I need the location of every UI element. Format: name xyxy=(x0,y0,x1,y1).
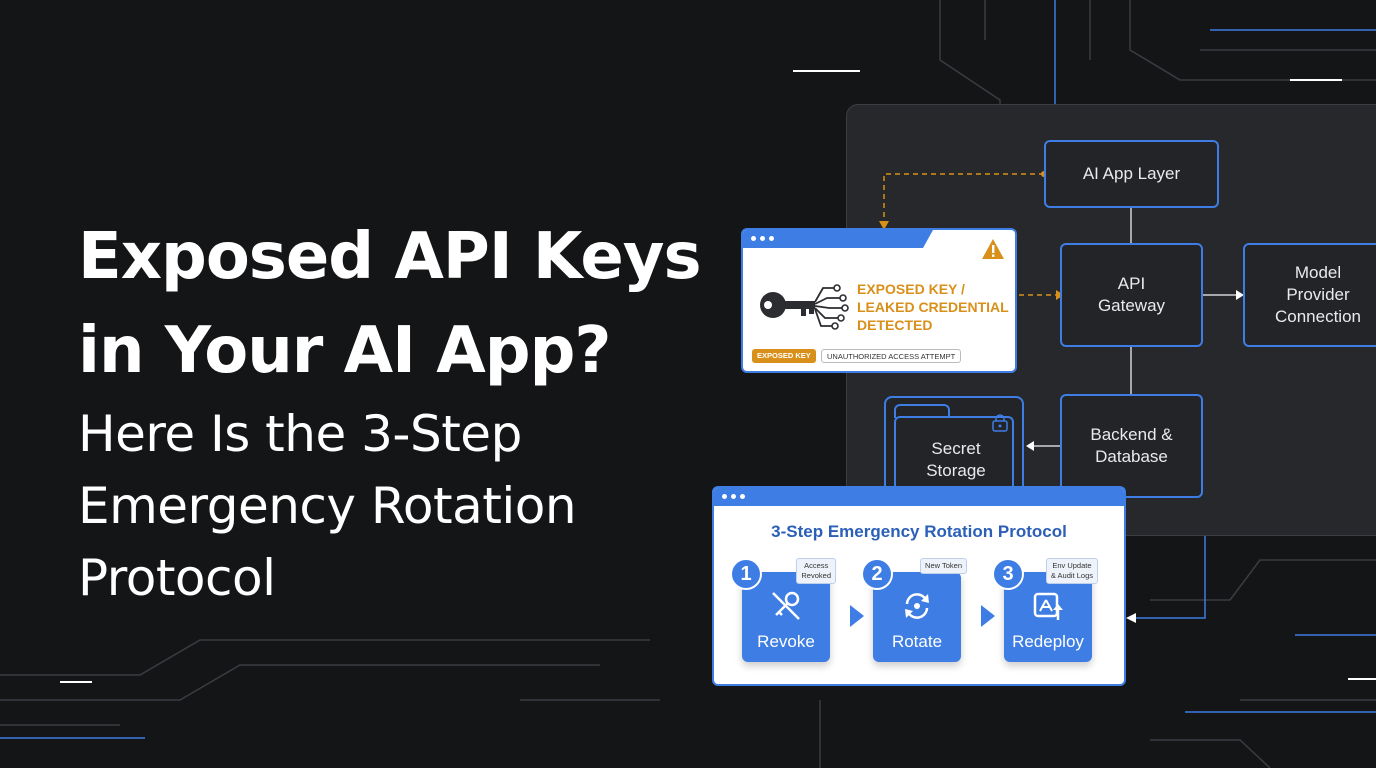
alert-message: EXPOSED KEY / LEAKED CREDENTIAL DETECTED xyxy=(857,280,1009,334)
step-tag-line: Revoked xyxy=(801,571,831,580)
step-number: 2 xyxy=(861,558,893,590)
key-slash-icon xyxy=(772,591,800,620)
step-number: 1 xyxy=(730,558,762,590)
node-ai-app-layer: AI App Layer xyxy=(1044,140,1219,208)
protocol-window: 3-Step Emergency Rotation Protocol 1 Acc… xyxy=(712,486,1126,686)
node-model-provider: Model Provider Connection xyxy=(1243,243,1376,347)
subheadline-line-2: Emergency Rotation xyxy=(78,477,577,535)
warning-icon xyxy=(982,239,1004,259)
step-tag-line: New Token xyxy=(925,561,962,570)
headline-line-2: in Your AI App? xyxy=(78,314,612,388)
step-arrow-1 xyxy=(850,605,864,627)
node-ai-app-layer-label: AI App Layer xyxy=(1082,164,1181,183)
step-label: Revoke xyxy=(757,632,815,651)
secret-storage-label-1: Secret xyxy=(931,439,981,458)
alert-window: EXPOSED KEY / LEAKED CREDENTIAL DETECTED… xyxy=(741,228,1017,373)
step-tag-line: & Audit Logs xyxy=(1050,571,1093,580)
unauthorized-access-badge: UNAUTHORIZED ACCESS ATTEMPT xyxy=(821,349,962,363)
step-tag-line: Env Update xyxy=(1052,561,1092,570)
node-model-provider-label-3: Connection xyxy=(1274,307,1361,326)
protocol-window-titlebar xyxy=(714,488,1124,506)
step-number: 3 xyxy=(992,558,1024,590)
node-backend-label-1: Backend & xyxy=(1090,425,1173,444)
exposed-key-badge: EXPOSED KEY xyxy=(752,349,816,363)
step-tag: Access Revoked xyxy=(796,558,836,584)
headline: Exposed API Keys in Your AI App? Here Is… xyxy=(78,210,718,614)
key-icon xyxy=(760,284,849,330)
step-arrow-2 xyxy=(981,605,995,627)
deploy-icon xyxy=(1033,592,1063,620)
node-api-gateway-label-2: Gateway xyxy=(1097,296,1166,315)
alert-line-2: LEAKED CREDENTIAL xyxy=(857,299,1009,315)
alert-line-1: EXPOSED KEY / xyxy=(857,281,965,297)
secret-storage-label-2: Storage xyxy=(926,461,986,480)
step-tag-line: Access xyxy=(804,561,829,570)
window-dots xyxy=(722,494,745,499)
node-secret-storage-label: Secret Storage xyxy=(886,438,1026,482)
folder-tab xyxy=(894,404,950,418)
step-tag: Env Update & Audit Logs xyxy=(1045,558,1098,584)
alert-arrow-down xyxy=(879,221,889,230)
node-backend-database: Backend & Database xyxy=(1060,394,1203,498)
node-api-gateway-label-1: API xyxy=(1117,274,1146,293)
subheadline-line-1: Here Is the 3-Step xyxy=(78,405,522,463)
step-revoke: 1 Access Revoked Revoke xyxy=(730,558,836,662)
window-dots xyxy=(751,236,774,241)
node-model-provider-label-1: Model xyxy=(1294,263,1342,282)
step-rotate: 2 New Token Rotate xyxy=(861,558,967,662)
headline-line-1: Exposed API Keys xyxy=(78,220,702,294)
lock-icon xyxy=(992,414,1008,432)
arrow-to-storage xyxy=(1026,441,1034,451)
step-label: Redeploy xyxy=(1012,632,1084,651)
node-backend-label-2: Database xyxy=(1095,447,1168,466)
step-tag: New Token xyxy=(920,558,967,574)
arrow-to-model xyxy=(1236,290,1244,300)
subheadline-line-3: Protocol xyxy=(78,549,276,607)
alert-dashed-path-top xyxy=(883,173,1044,222)
step-label: Rotate xyxy=(891,632,943,651)
alert-line-3: DETECTED xyxy=(857,317,933,333)
step-redeploy: 3 Env Update & Audit Logs Redeploy xyxy=(992,558,1098,662)
rotate-icon xyxy=(905,593,929,619)
node-model-provider-label-2: Provider xyxy=(1286,285,1350,304)
node-api-gateway: API Gateway xyxy=(1060,243,1203,347)
protocol-title: 3-Step Emergency Rotation Protocol xyxy=(771,522,1067,541)
